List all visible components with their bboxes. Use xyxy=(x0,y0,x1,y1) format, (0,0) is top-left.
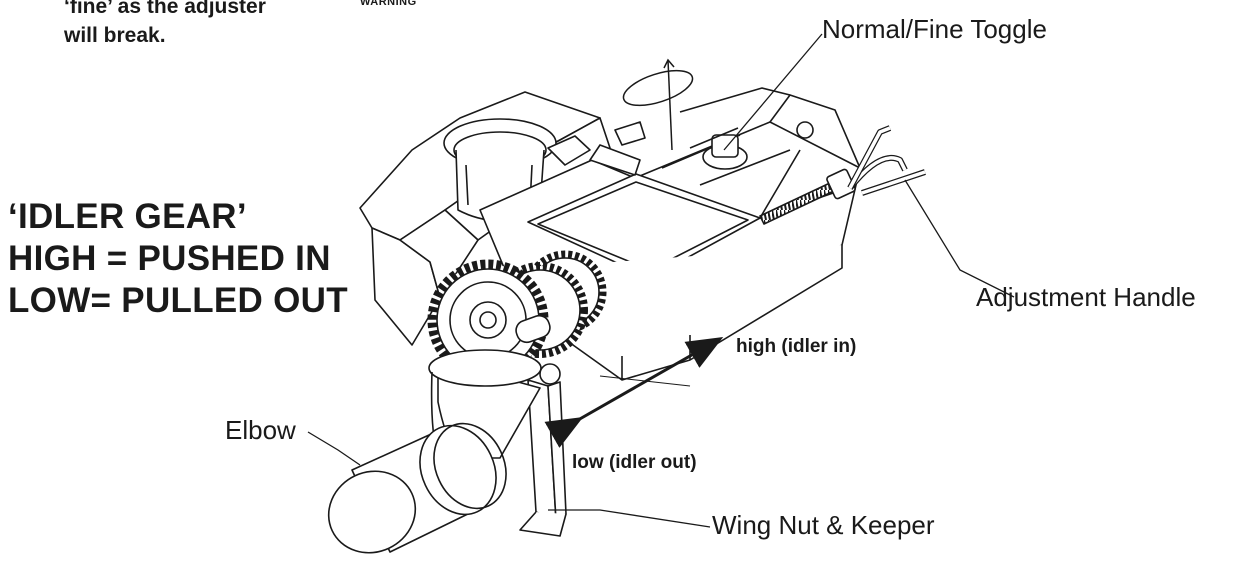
high-low-arrow xyxy=(544,337,724,448)
arrow-guide-line xyxy=(599,375,691,387)
leader-lines xyxy=(307,33,1015,528)
callout-handle: Adjustment Handle xyxy=(976,282,1196,312)
label-high: high (idler in) xyxy=(736,336,857,357)
normal-fine-toggle xyxy=(689,127,748,170)
idler-gear-note: ‘IDLER GEAR’ HIGH = PUSHED IN LOW= PULLE… xyxy=(8,196,348,322)
leader-toggle xyxy=(723,33,823,151)
elbow-pipe xyxy=(327,349,542,554)
idler-gear-assembly xyxy=(427,250,607,385)
callout-toggle: Normal/Fine Toggle xyxy=(822,14,1047,44)
label-low: low (idler out) xyxy=(572,452,697,473)
warning-line-1: ‘fine’ as the adjuster xyxy=(64,0,266,18)
leader-elbow xyxy=(307,431,361,466)
callout-wingnut: Wing Nut & Keeper xyxy=(712,510,935,540)
hopper-housing xyxy=(359,91,611,346)
adjustment-handle xyxy=(847,125,926,196)
idler-note-line-2: HIGH = PUSHED IN xyxy=(8,239,331,278)
warning-line-2: will break. xyxy=(64,24,166,47)
leader-handle xyxy=(904,179,1015,298)
leader-wingnut xyxy=(548,509,711,528)
rotation-arrow-icon xyxy=(622,58,694,151)
adjustment-screw xyxy=(759,168,856,225)
idler-note-line-3: LOW= PULLED OUT xyxy=(8,281,348,320)
callout-elbow: Elbow xyxy=(225,415,296,445)
idler-note-line-1: ‘IDLER GEAR’ xyxy=(8,197,247,236)
warning-badge: WARNING xyxy=(360,0,417,8)
warning-text: ‘fine’ as the adjuster will break. xyxy=(64,0,266,50)
